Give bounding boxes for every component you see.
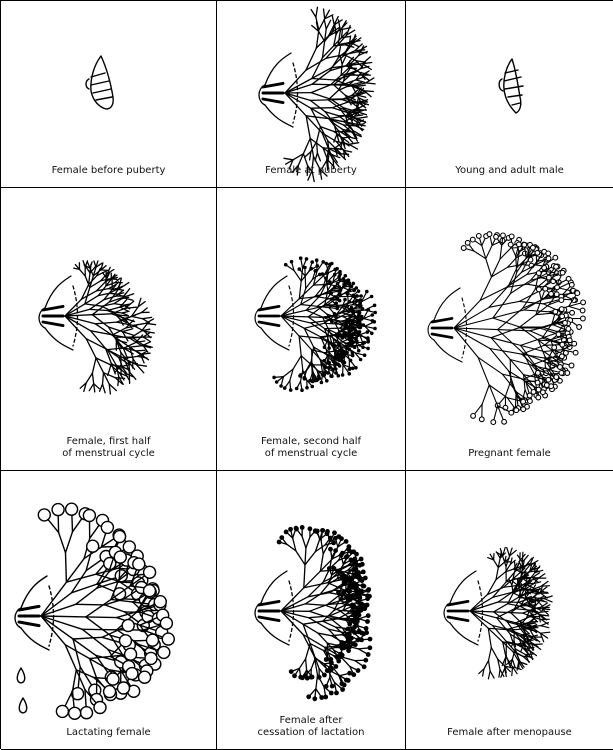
caption: Pregnant female: [468, 448, 551, 459]
breast-illustration: [258, 6, 376, 183]
panel-lactating-female: Lactating female: [1, 471, 217, 750]
caption: Female before puberty: [51, 165, 166, 176]
breast-illustration: [443, 546, 553, 680]
caption: Female after cessation of lactation: [257, 715, 365, 738]
panel-after-cessation-of-lactation: Female after cessation of lactation: [217, 471, 406, 750]
panel-young-adult-male: Young and adult male: [406, 1, 613, 188]
caption: Female at puberty: [265, 165, 357, 176]
panel-after-menopause: Female after menopause: [406, 471, 613, 750]
breast-illustration: [427, 231, 587, 426]
panel-menstrual-second-half: Female, second half of menstrual cycle: [217, 188, 406, 471]
caption: Female after menopause: [447, 727, 572, 738]
breast-illustration: [38, 260, 157, 395]
breast-illustration: [85, 55, 114, 110]
caption: Female, second half of menstrual cycle: [260, 436, 362, 459]
panel-female-at-puberty: Female at puberty: [217, 1, 406, 188]
panel-female-before-puberty: Female before puberty: [1, 1, 217, 188]
panel-pregnant-female: Pregnant female: [406, 188, 613, 471]
breast-illustration: [498, 58, 524, 114]
breast-illustration: [254, 256, 377, 392]
caption: Lactating female: [66, 727, 151, 738]
panel-menstrual-first-half: Female, first half of menstrual cycle: [1, 188, 217, 471]
breast-illustration: [14, 502, 176, 721]
breast-illustration: [254, 525, 373, 702]
caption: Young and adult male: [455, 165, 564, 176]
caption: Female, first half of menstrual cycle: [62, 436, 155, 459]
